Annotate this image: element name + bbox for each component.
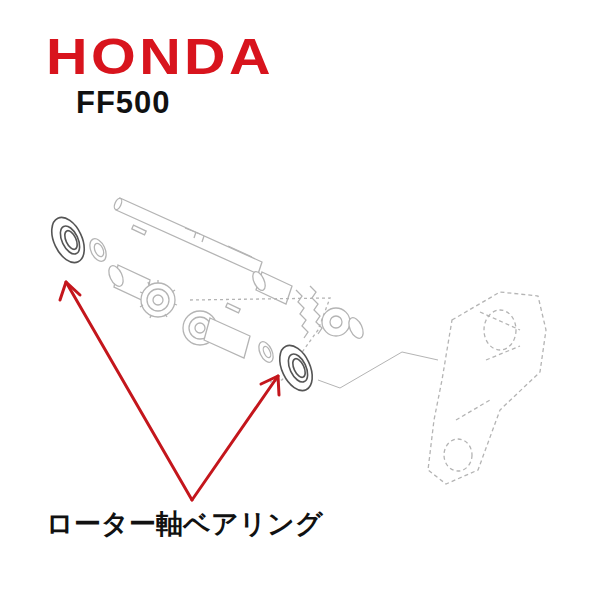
left-collar xyxy=(87,225,147,264)
left-bearing-part xyxy=(45,212,91,267)
lower-sprocket-sleeve-part xyxy=(204,318,250,358)
left-sleeve-sprocket-part xyxy=(140,280,177,318)
left-collar-part xyxy=(132,225,146,235)
lower-sprocket-sleeve xyxy=(183,303,276,364)
shaft-collar-part xyxy=(250,270,268,292)
arrow-head-left xyxy=(60,282,80,300)
chain-part xyxy=(310,286,322,334)
left-sleeve-sprocket-part xyxy=(141,283,175,317)
left-sleeve-sprocket-part xyxy=(147,289,169,311)
left-bearing-part xyxy=(62,229,80,251)
upper-sprocket-part xyxy=(346,315,366,340)
upper-sprocket-part xyxy=(330,316,342,328)
rotor-shaft-part xyxy=(185,228,204,242)
left-collar-part xyxy=(87,236,110,264)
left-bearing-part xyxy=(56,223,83,257)
assembly-line xyxy=(318,352,438,388)
chain-case xyxy=(428,292,546,484)
part-name: ローター軸ベアリング xyxy=(46,510,323,540)
rotor-shaft xyxy=(113,197,262,274)
brand-logo: HONDA xyxy=(46,30,274,85)
upper-sprocket-part xyxy=(322,308,350,336)
left-sleeve-sprocket-part xyxy=(153,295,163,305)
right-bearing-part xyxy=(290,357,308,379)
lower-sprocket-sleeve-part xyxy=(262,345,273,358)
left-sleeve-sprocket-part xyxy=(106,263,126,288)
model-name: FF500 xyxy=(76,86,171,120)
lower-sprocket-sleeve-part xyxy=(226,303,240,313)
right-bearing-part xyxy=(284,351,311,385)
arrow-line-left xyxy=(66,282,192,500)
left-collar-part xyxy=(92,242,105,258)
left-bearing xyxy=(45,212,91,267)
rotor-shaft-part xyxy=(116,198,262,274)
rotor-shaft-part xyxy=(228,246,252,257)
chain-case-part xyxy=(444,439,472,471)
lower-sprocket-sleeve-part xyxy=(195,323,205,333)
chain-case-part xyxy=(428,292,546,484)
pointer-arrows xyxy=(60,282,279,500)
lower-sprocket-sleeve-part xyxy=(256,339,276,364)
chain-case-part xyxy=(456,312,520,420)
chain-part xyxy=(296,290,308,338)
exploded-view xyxy=(45,197,546,484)
arrow-line-right xyxy=(192,376,278,500)
upper-sprocket xyxy=(322,308,366,341)
rotor-shaft-part xyxy=(113,197,123,210)
arrow-head-right xyxy=(261,376,279,395)
left-sleeve-sprocket xyxy=(106,263,177,318)
